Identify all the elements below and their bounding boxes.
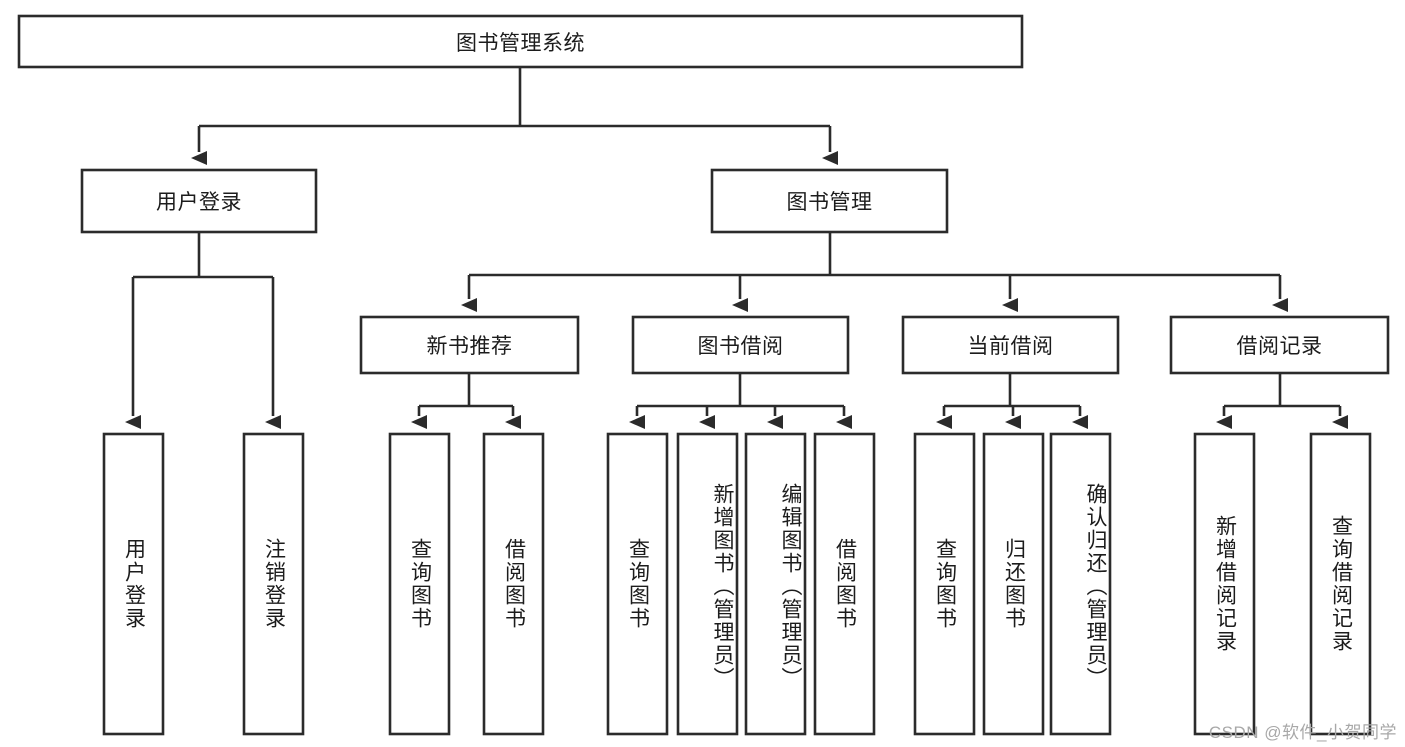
node-box-current-borrow[interactable] (901, 315, 1120, 375)
node-box-leaf-return-book[interactable] (982, 432, 1045, 736)
node-box-new-book-recommend[interactable] (359, 315, 580, 375)
node-box-leaf-add-book[interactable] (676, 432, 739, 736)
node-box-leaf-borrow-book-1[interactable] (482, 432, 545, 736)
node-box-leaf-user-login[interactable] (102, 432, 165, 736)
node-box-leaf-query-book-3[interactable] (913, 432, 976, 736)
node-box-leaf-query-book-1[interactable] (388, 432, 451, 736)
node-box-leaf-query-record[interactable] (1309, 432, 1372, 736)
node-box-leaf-query-book-2[interactable] (606, 432, 669, 736)
node-box-book-manage[interactable] (710, 168, 949, 234)
watermark-text: CSDN @软件_小贺同学 (1208, 723, 1397, 742)
node-box-leaf-edit-book[interactable] (744, 432, 807, 736)
node-box-root[interactable] (17, 14, 1024, 69)
node-box-leaf-user-logout[interactable] (242, 432, 305, 736)
node-box-borrow-record[interactable] (1169, 315, 1390, 375)
node-box-leaf-add-record[interactable] (1193, 432, 1256, 736)
node-box-user-login[interactable] (80, 168, 318, 234)
node-box-leaf-borrow-book-2[interactable] (813, 432, 876, 736)
node-box-book-borrow[interactable] (631, 315, 850, 375)
node-box-leaf-confirm-return[interactable] (1049, 432, 1112, 736)
